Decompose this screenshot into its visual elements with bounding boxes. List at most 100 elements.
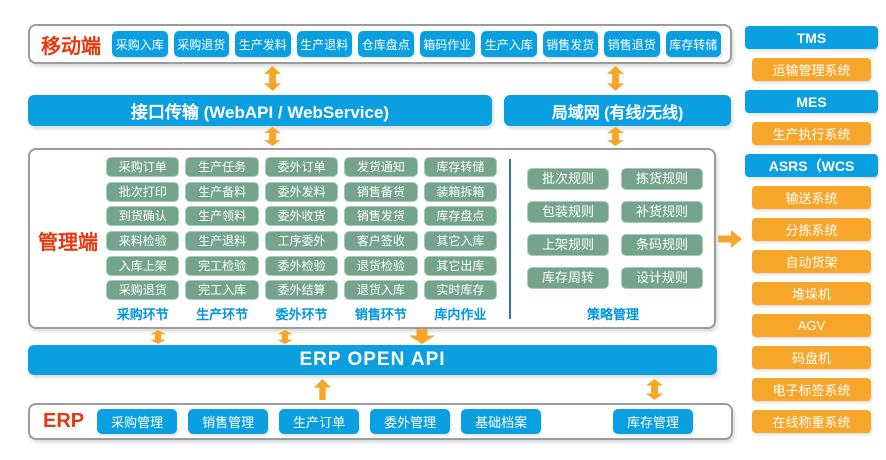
mgmt-item[interactable]: 批次打印	[106, 181, 180, 202]
mobile-item-carton-ops[interactable]: 箱码作业	[419, 31, 475, 57]
down-arrow-icon	[409, 329, 435, 344]
mgmt-column-production: 生产任务 生产备料 生产领料 生产退料 完工检验 完工入库 生产环节	[185, 157, 259, 323]
strategy-item[interactable]: 包装规则	[527, 200, 609, 223]
mgmt-item[interactable]: 销售发货	[344, 206, 418, 227]
divider	[509, 159, 511, 319]
system-transport-mgmt[interactable]: 运输管理系统	[752, 58, 871, 81]
mobile-item-production-issue[interactable]: 生产发料	[235, 31, 291, 57]
mgmt-item[interactable]: 委外结算	[264, 280, 339, 301]
erp-item-inventory-mgmt[interactable]: 库存管理	[613, 409, 693, 434]
mgmt-column-warehouse: 库存转储 装箱拆箱 库存盘点 其它入库 其它出库 实时库存 库内作业	[423, 157, 498, 323]
mobile-item-sales-return[interactable]: 销售退货	[604, 31, 660, 57]
updown-arrow-icon	[607, 66, 624, 91]
erp-item-outsourcing-mgmt[interactable]: 委外管理	[370, 409, 451, 434]
lan-label: 局域网 (有线/无线)	[551, 104, 684, 122]
mgmt-item[interactable]: 装箱拆箱	[423, 181, 498, 202]
mobile-panel: 移动端 采购入库 采购退货 生产发料 生产退料 仓库盘点 箱码作业 生产入库 销…	[28, 24, 732, 64]
erp-item-production-order[interactable]: 生产订单	[279, 409, 360, 434]
management-panel: 管理端 采购订单 批次打印 到货确认 来料检验 入库上架 采购退货 采购环节 生…	[28, 148, 716, 329]
erp-item-base-data[interactable]: 基础档案	[461, 409, 542, 434]
system-online-weighing[interactable]: 在线称重系统	[752, 410, 871, 433]
strategy-item[interactable]: 补货规则	[621, 200, 703, 223]
mgmt-item[interactable]: 委外发料	[264, 181, 339, 202]
mgmt-item[interactable]: 入库上架	[106, 255, 180, 276]
strategy-item[interactable]: 拣货规则	[621, 167, 703, 190]
mgmt-item[interactable]: 其它入库	[423, 230, 498, 251]
strategy-item[interactable]: 库存周转	[527, 266, 609, 289]
strategy-item[interactable]: 设计规则	[621, 266, 703, 289]
mgmt-column-outsourcing: 委外订单 委外发料 委外收货 工序委外 委外检验 委外结算 委外环节	[264, 157, 339, 323]
mgmt-item[interactable]: 采购订单	[106, 157, 180, 177]
up-arrow-icon	[314, 379, 331, 400]
mgmt-item[interactable]: 完工检验	[185, 255, 259, 276]
updown-arrow-icon	[264, 66, 281, 91]
lan-bar: 局域网 (有线/无线)	[504, 95, 731, 126]
system-sorting[interactable]: 分拣系统	[752, 218, 871, 241]
system-mes[interactable]: MES	[745, 90, 878, 113]
system-electronic-label[interactable]: 电子标签系统	[752, 378, 871, 401]
column-footer-sales: 销售环节	[354, 306, 407, 322]
system-tms[interactable]: TMS	[745, 26, 878, 49]
updown-arrow-icon	[607, 127, 624, 146]
strategy-item[interactable]: 条码规则	[621, 233, 703, 256]
erp-item-purchase-mgmt[interactable]: 采购管理	[97, 409, 178, 434]
erp-open-api-label: ERP OPEN API	[299, 349, 446, 370]
system-stacker[interactable]: 堆垛机	[752, 282, 871, 305]
system-auto-rack[interactable]: 自动货架	[752, 250, 871, 273]
mgmt-item[interactable]: 完工入库	[185, 280, 259, 301]
mobile-item-stocktake[interactable]: 仓库盘点	[358, 31, 414, 57]
interface-transport-label: 接口传输 (WebAPI / WebService)	[130, 103, 390, 122]
system-conveyor[interactable]: 输送系统	[752, 186, 871, 209]
management-panel-label: 管理端	[38, 231, 98, 254]
mgmt-item[interactable]: 生产退料	[185, 230, 259, 251]
erp-panel: ERP 采购管理 销售管理 生产订单 委外管理 基础档案 库存管理	[28, 403, 733, 440]
mobile-panel-label: 移动端	[41, 35, 101, 58]
mobile-button-row: 采购入库 采购退货 生产发料 生产退料 仓库盘点 箱码作业 生产入库 销售发货 …	[112, 31, 721, 57]
mgmt-item[interactable]: 到货确认	[106, 206, 180, 227]
column-footer-purchase: 采购环节	[116, 306, 169, 322]
mgmt-item[interactable]: 销售备货	[344, 181, 418, 202]
mgmt-item[interactable]: 库存转储	[423, 157, 498, 177]
system-agv[interactable]: AGV	[752, 314, 871, 337]
erp-panel-label: ERP	[43, 410, 85, 432]
strategy-item[interactable]: 批次规则	[527, 167, 609, 190]
mgmt-item[interactable]: 委外收货	[264, 206, 339, 227]
mgmt-item[interactable]: 其它出库	[423, 255, 498, 276]
updown-arrow-icon	[150, 330, 166, 344]
mobile-item-stock-transfer[interactable]: 库存转储	[665, 31, 721, 57]
column-footer-outsourcing: 委外环节	[275, 306, 328, 322]
mobile-item-production-return[interactable]: 生产退料	[296, 31, 352, 57]
mgmt-item[interactable]: 生产任务	[185, 157, 259, 177]
external-systems-column: TMS 运输管理系统 MES 生产执行系统 ASRS（WCS 输送系统 分拣系统…	[745, 26, 878, 433]
mgmt-item[interactable]: 生产领料	[185, 206, 259, 227]
mobile-item-sales-shipping[interactable]: 销售发货	[542, 31, 598, 57]
mgmt-item[interactable]: 库存盘点	[423, 206, 498, 227]
mobile-item-purchase-return[interactable]: 采购退货	[173, 31, 229, 57]
mgmt-item[interactable]: 退货检验	[344, 255, 418, 276]
updown-arrow-icon	[264, 127, 281, 146]
updown-arrow-icon	[277, 330, 293, 344]
column-footer-production: 生产环节	[196, 306, 249, 322]
system-palletizer[interactable]: 码盘机	[752, 346, 871, 369]
strategy-item[interactable]: 上架规则	[527, 233, 609, 256]
mgmt-item[interactable]: 采购退货	[106, 280, 180, 301]
column-footer-warehouse: 库内作业	[434, 306, 487, 322]
system-asrs-wcs[interactable]: ASRS（WCS	[745, 154, 878, 177]
mgmt-item[interactable]: 工序委外	[264, 230, 339, 251]
mgmt-item[interactable]: 发货通知	[344, 157, 418, 177]
strategy-section: 批次规则 拣货规则 包装规则 补货规则 上架规则 条码规则 库存周转 设计规则 …	[521, 157, 705, 323]
mgmt-column-sales: 发货通知 销售备货 销售发货 客户签收 退货检验 退货入库 销售环节	[344, 157, 418, 323]
erp-item-sales-mgmt[interactable]: 销售管理	[188, 409, 269, 434]
mgmt-item[interactable]: 退货入库	[344, 280, 418, 301]
mobile-item-production-inbound[interactable]: 生产入库	[481, 31, 537, 57]
mgmt-item[interactable]: 生产备料	[185, 181, 259, 202]
mgmt-item[interactable]: 客户签收	[344, 230, 418, 251]
right-arrow-icon	[718, 230, 742, 248]
mobile-item-purchase-inbound[interactable]: 采购入库	[112, 31, 168, 57]
mgmt-item[interactable]: 委外订单	[264, 157, 339, 177]
system-production-execution[interactable]: 生产执行系统	[752, 122, 871, 145]
mgmt-item[interactable]: 委外检验	[264, 255, 339, 276]
mgmt-item[interactable]: 实时库存	[423, 280, 498, 301]
mgmt-item[interactable]: 来料检验	[106, 230, 180, 251]
